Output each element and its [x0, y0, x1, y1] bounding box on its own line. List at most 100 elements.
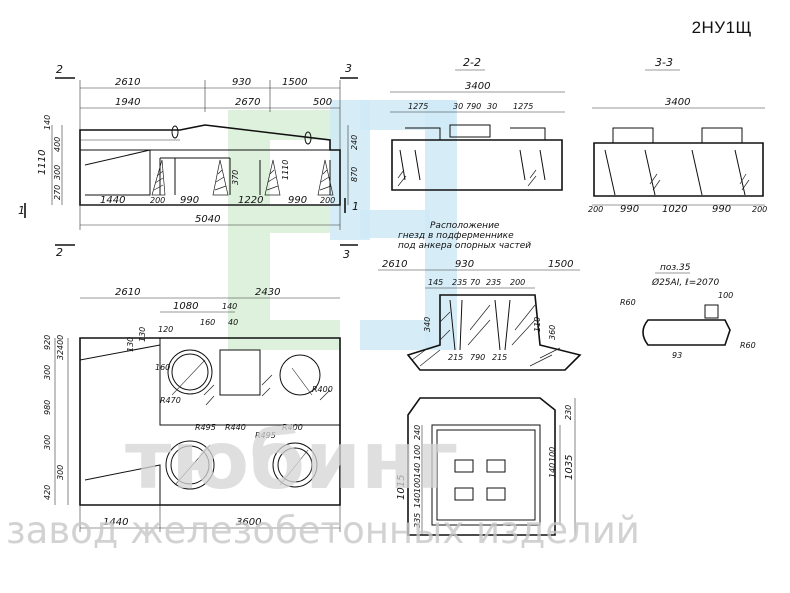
- dim-inner-1110: 1110: [281, 160, 290, 180]
- nest-dim-1500: 1500: [548, 259, 573, 270]
- dim-2670: 2670: [235, 97, 260, 108]
- nest-dim-145: 145: [428, 278, 443, 287]
- s22-dim-30b: 30: [487, 102, 497, 111]
- cut-mark-1-left: 1: [18, 204, 25, 217]
- dim-right-240: 240: [350, 135, 359, 150]
- dim-bot-990b: 990: [288, 195, 307, 206]
- plate-detail: 230 140 100 1035 240 100 140 100 140 335…: [396, 397, 576, 536]
- note-line-2: гнезд в подферменнике: [398, 231, 514, 241]
- nest-detail: 2610 930 1500 145 235 70 235 200 215 790…: [378, 259, 582, 371]
- section-3-3: 3-3 3400 200 990 1020 990 200: [588, 56, 767, 215]
- dim-bot-200b: 200: [320, 196, 335, 205]
- watermark-logo: [228, 100, 457, 350]
- plan-radius-r470: R470: [160, 396, 181, 405]
- plan-small-40: 40: [228, 318, 238, 327]
- note-line-1: Расположение: [430, 221, 500, 231]
- rebar-detail: поз.35 Ø25AI, ℓ=2070 R60 R60 100 93: [620, 263, 756, 360]
- dim-bot-1220: 1220: [238, 195, 263, 206]
- nest-dim-215b: 215: [492, 353, 507, 362]
- nest-dim-110: 110: [533, 317, 542, 332]
- plan-radius-r400a: R400: [312, 385, 333, 394]
- plan-small-160: 160: [200, 318, 215, 327]
- plan-left-920: 920: [43, 335, 52, 350]
- s33-dim-200b: 200: [752, 205, 767, 214]
- nest-dim-70: 70: [470, 278, 480, 287]
- plan-small-160b: 160: [155, 363, 170, 372]
- section-title-2-2: 2-2: [463, 56, 481, 69]
- plan-radius-r400b: R400: [282, 423, 303, 432]
- rebar-radius-right: R60: [740, 341, 756, 350]
- plan-left-300b: 300: [43, 435, 52, 450]
- s33-dim-990b: 990: [712, 204, 731, 215]
- nest-dim-235b: 235: [486, 278, 501, 287]
- cut-mark-3-bottom: 3: [343, 248, 350, 261]
- rebar-title: поз.35: [660, 263, 691, 273]
- plan-bot-1440: 1440: [103, 517, 128, 528]
- plan-radius-r440: R440: [225, 423, 246, 432]
- cut-mark-1-right: 1: [352, 200, 359, 213]
- plan-small-130b: 130: [138, 327, 147, 342]
- dim-500: 500: [313, 97, 332, 108]
- plan-radius-r495a: R495: [195, 423, 216, 432]
- plate-right-140: 140: [548, 463, 557, 478]
- s22-total: 3400: [465, 81, 490, 92]
- dim-bot-200a: 200: [150, 196, 165, 205]
- rebar-len-bottom: 93: [672, 351, 682, 360]
- nest-dim-215a: 215: [448, 353, 463, 362]
- nest-dim-2610: 2610: [382, 259, 407, 270]
- plan-small-130a: 130: [126, 337, 135, 352]
- dim-left-400: 400: [53, 137, 62, 152]
- plan-left-32: 32: [56, 350, 65, 360]
- section-title-3-3: 3-3: [655, 56, 673, 69]
- cut-mark-3-top: 3: [345, 62, 352, 75]
- s22-dim-1275b: 1275: [513, 102, 533, 111]
- plate-right-230: 230: [564, 405, 573, 420]
- dim-bot-990a: 990: [180, 195, 199, 206]
- rebar-spec: Ø25AI, ℓ=2070: [651, 277, 720, 288]
- nest-dim-340: 340: [423, 317, 432, 332]
- dim-right-870: 870: [350, 167, 359, 182]
- dim-left-300: 300: [53, 165, 62, 180]
- cut-mark-2-top: 2: [56, 63, 63, 76]
- s22-dim-790: 790: [466, 102, 481, 111]
- note-line-3: под анкера опорных частей: [398, 241, 531, 251]
- s33-dim-200a: 200: [588, 205, 603, 214]
- plate-left-140b: 140: [413, 493, 422, 508]
- nest-dim-360: 360: [548, 325, 557, 340]
- s22-dim-1275a: 1275: [408, 102, 428, 111]
- dim-left-1110: 1110: [37, 150, 48, 175]
- plate-left-140a: 140: [413, 463, 422, 478]
- section-2-2: 2-2 3400 1275 30 790 30 1275: [390, 56, 565, 191]
- rebar-len-top: 100: [718, 291, 733, 300]
- watermark-tagline: завод железобетонных изделий: [6, 509, 640, 552]
- s33-dim-990a: 990: [620, 204, 639, 215]
- dim-top-1500: 1500: [282, 77, 307, 88]
- s22-dim-30a: 30: [453, 102, 463, 111]
- plan-radius-r495b: R495: [255, 431, 276, 440]
- cut-mark-2-bottom: 2: [56, 246, 63, 259]
- plate-left-100a: 100: [413, 445, 422, 460]
- plate-right-100: 100: [548, 447, 557, 462]
- s33-dim-1020: 1020: [662, 204, 687, 215]
- dim-1940: 1940: [115, 97, 140, 108]
- plan-left-420: 420: [43, 485, 52, 500]
- dim-left-140: 140: [43, 115, 52, 130]
- nest-dim-235a: 235: [452, 278, 467, 287]
- dim-top-2610: 2610: [115, 77, 140, 88]
- dim-inner-370: 370: [231, 170, 240, 185]
- plan-left-300c: 300: [56, 465, 65, 480]
- elevation-view: 2 2 3 3 1 1 2610 930 1500 1940 2670 500: [18, 62, 359, 261]
- dim-left-270: 270: [53, 185, 62, 200]
- plate-right-1035: 1035: [564, 455, 575, 480]
- plate-left-335: 335: [413, 513, 422, 528]
- plan-small-120: 120: [158, 325, 173, 334]
- plan-dim-1080: 1080: [173, 301, 198, 312]
- dim-top-930: 930: [232, 77, 251, 88]
- s33-total: 3400: [665, 97, 690, 108]
- plate-left-100b: 100: [413, 478, 422, 493]
- nest-note: Расположение гнезд в подферменнике под а…: [398, 221, 531, 251]
- plan-view: 2610 2430 1080 140 160 40 120 130 160 13…: [43, 287, 341, 532]
- document-code: 2НУ1Щ: [691, 18, 752, 37]
- plan-dim-2610: 2610: [115, 287, 140, 298]
